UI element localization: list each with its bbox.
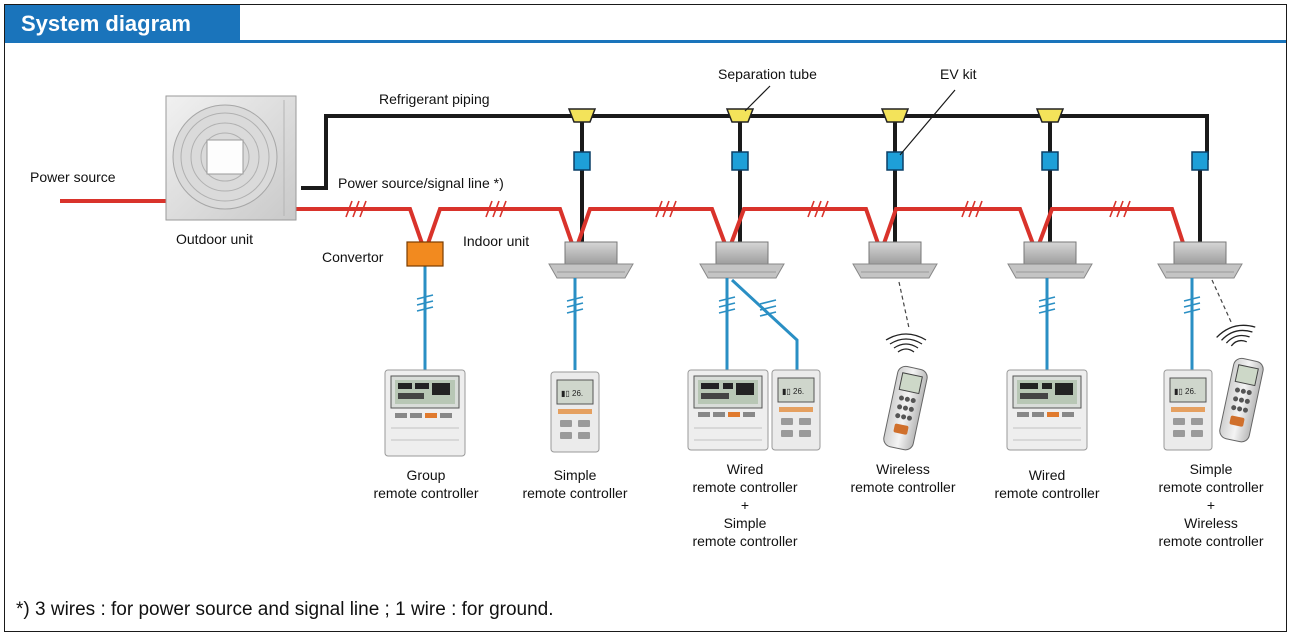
svg-text:Simple: Simple bbox=[554, 467, 597, 483]
svg-text:Wired: Wired bbox=[727, 461, 764, 477]
svg-text:Group: Group bbox=[407, 467, 446, 483]
outdoor-unit-label: Outdoor unit bbox=[176, 231, 253, 247]
wireless-remote-controller-image bbox=[881, 333, 930, 452]
ev-kit-label: EV kit bbox=[940, 66, 977, 82]
controller-caption-3: Wired remote controller + Simple remote … bbox=[692, 461, 797, 549]
controller-caption-1: Group remote controller bbox=[373, 467, 478, 501]
separation-tube-label: Separation tube bbox=[718, 66, 817, 82]
page-title: System diagram bbox=[5, 5, 240, 43]
svg-text:remote controller: remote controller bbox=[692, 533, 797, 549]
wireless-remote-controller-image-2 bbox=[1214, 320, 1266, 444]
svg-text:remote controller: remote controller bbox=[1158, 533, 1263, 549]
simple-remote-controller-image-2 bbox=[771, 369, 821, 451]
group-remote-controller-image bbox=[384, 369, 466, 457]
wired-remote-controller-image bbox=[687, 369, 769, 451]
simple-remote-controller-image bbox=[550, 371, 600, 453]
svg-text:Wired: Wired bbox=[1029, 467, 1066, 483]
svg-text:Simple: Simple bbox=[1190, 461, 1233, 477]
svg-text:remote controller: remote controller bbox=[994, 485, 1099, 501]
wired-remote-controller-image-2 bbox=[1006, 369, 1088, 451]
signal-wires bbox=[416, 278, 1201, 370]
indoor-units bbox=[548, 241, 1243, 279]
title-rule bbox=[5, 40, 1286, 43]
footnote: *) 3 wires : for power source and signal… bbox=[16, 599, 554, 620]
svg-text:remote controller: remote controller bbox=[522, 485, 627, 501]
svg-text:+: + bbox=[1207, 497, 1215, 513]
indoor-unit-label: Indoor unit bbox=[463, 233, 529, 249]
svg-text:Simple: Simple bbox=[724, 515, 767, 531]
convertor-label: Convertor bbox=[322, 249, 384, 265]
svg-text:Wireless: Wireless bbox=[876, 461, 930, 477]
leader-lines bbox=[744, 85, 956, 156]
ev-kits bbox=[573, 151, 1209, 171]
controller-caption-5: Wired remote controller bbox=[994, 467, 1099, 501]
infrared-links bbox=[898, 279, 1233, 329]
controller-caption-2: Simple remote controller bbox=[522, 467, 627, 501]
svg-text:remote controller: remote controller bbox=[850, 479, 955, 495]
svg-text:remote controller: remote controller bbox=[373, 485, 478, 501]
outdoor-unit-image bbox=[165, 95, 297, 221]
svg-text:+: + bbox=[741, 497, 749, 513]
convertor-box bbox=[406, 241, 444, 267]
refrigerant-piping-label: Refrigerant piping bbox=[379, 91, 490, 107]
svg-text:remote controller: remote controller bbox=[1158, 479, 1263, 495]
power-signal-line-label: Power source/signal line *) bbox=[338, 175, 504, 191]
svg-text:Wireless: Wireless bbox=[1184, 515, 1238, 531]
svg-text:remote controller: remote controller bbox=[692, 479, 797, 495]
power-source-label: Power source bbox=[30, 169, 116, 185]
controller-caption-6: Simple remote controller + Wireless remo… bbox=[1158, 461, 1263, 549]
simple-remote-controller-image-3 bbox=[1163, 369, 1213, 451]
controller-caption-4: Wireless remote controller bbox=[850, 461, 955, 495]
